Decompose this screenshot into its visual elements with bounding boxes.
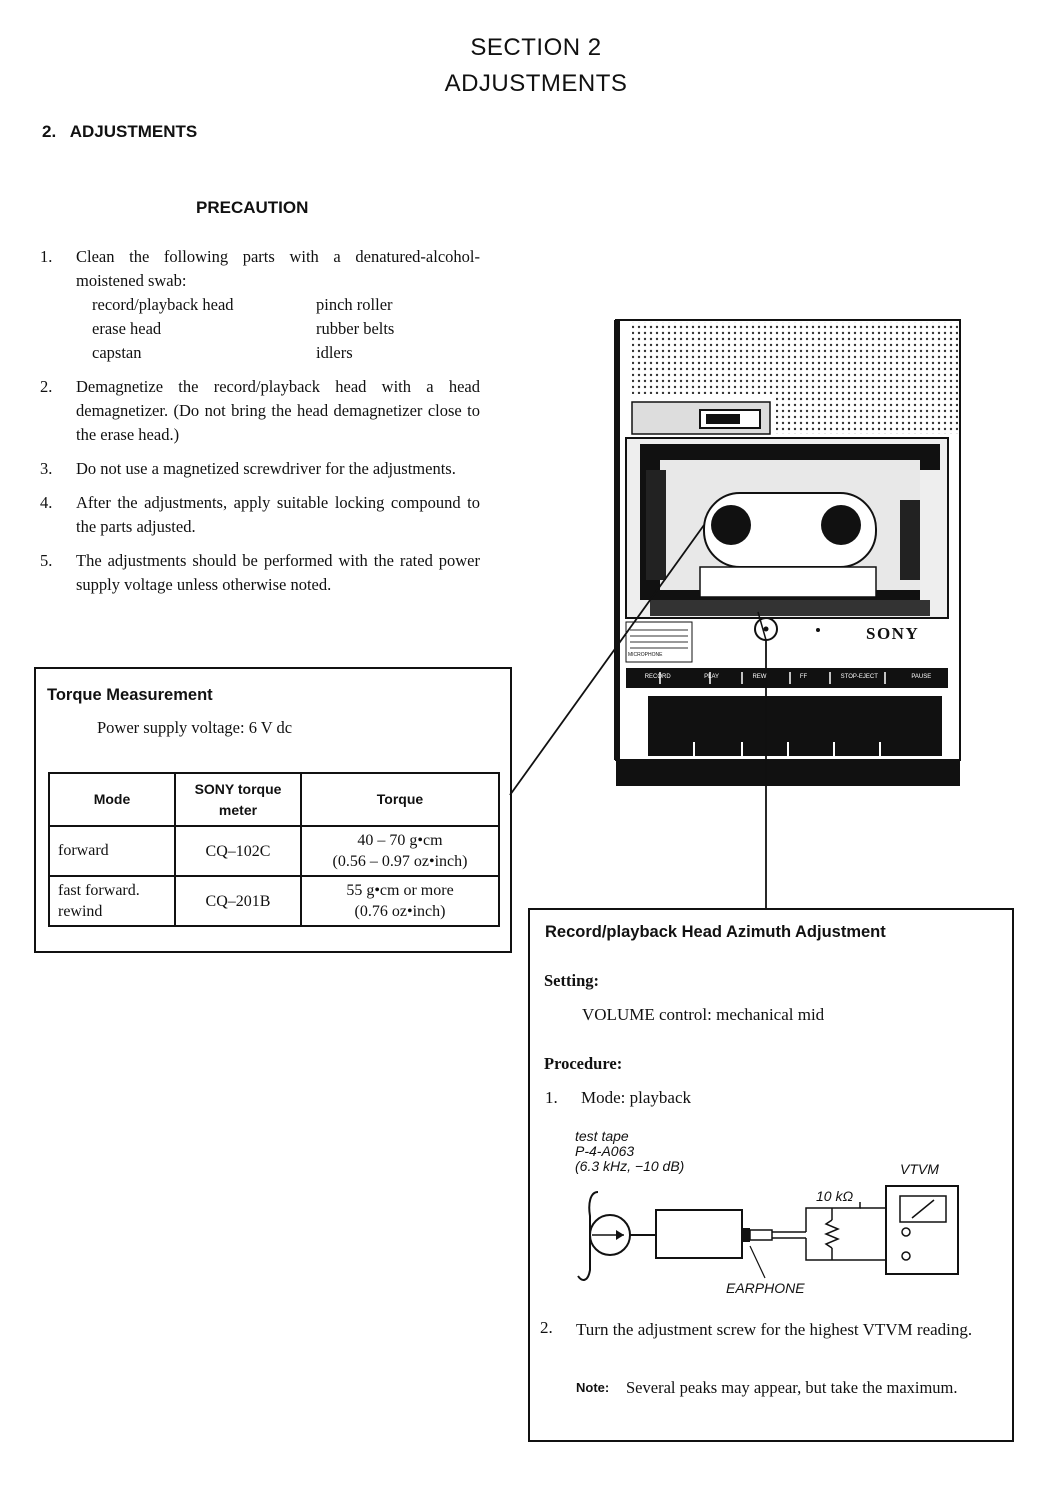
button-labels: RECORD PLAY REW FF STOP-EJECT PAUSE	[628, 670, 948, 684]
step-number: 2.	[540, 1318, 553, 1337]
precaution-item: 4.After the adjustments, apply suitable …	[40, 493, 480, 536]
wiring-diagram	[577, 1185, 959, 1281]
note-text: Several peaks may appear, but take the m…	[626, 1378, 958, 1397]
section-number: SECTION 2	[470, 34, 602, 61]
piano-keys	[648, 696, 942, 756]
button-label: REW	[752, 674, 767, 680]
precaution-item: 5.The adjustments should be performed wi…	[40, 551, 480, 594]
button-label: FF	[799, 674, 808, 680]
test-tape-label: test tape P-4-A063 (6.3 kHz, −10 dB)	[575, 1128, 685, 1174]
step-number: 1.	[545, 1088, 558, 1107]
table-header-row: Mode SONY torque meter Torque	[48, 772, 500, 827]
cell-mode: fast forward. rewind	[48, 875, 176, 927]
cell-torque: 40 – 70 g•cm (0.56 – 0.97 oz•inch)	[300, 825, 500, 877]
subsection-heading: 2. ADJUSTMENTS	[42, 122, 198, 141]
step-text: Turn the adjustment screw for the highes…	[576, 1320, 973, 1339]
precaution-heading: PRECAUTION	[196, 198, 309, 217]
section-title: ADJUSTMENTS	[444, 70, 628, 97]
earphone-label: EARPHONE	[726, 1280, 805, 1296]
button-label: PLAY	[704, 674, 720, 680]
button-label: RECORD	[644, 674, 671, 680]
resistor-label: 10 kΩ	[816, 1188, 854, 1204]
cell-meter: CQ–102C	[174, 825, 302, 877]
set-box	[655, 1209, 743, 1259]
terminal-icon	[901, 1251, 911, 1261]
azimuth-title: Record/playback Head Azimuth Adjustment	[545, 923, 886, 941]
torque-table: Mode SONY torque meter Torque forward CQ…	[48, 772, 500, 927]
button-label: PAUSE	[911, 674, 932, 680]
precaution-item: 2.Demagnetize the record/playback head w…	[40, 377, 480, 444]
torque-title: Torque Measurement	[47, 686, 213, 704]
precaution-item: 1. Clean the following parts with a dena…	[40, 245, 480, 365]
power-supply-voltage: Power supply voltage: 6 V dc	[97, 718, 293, 737]
speaker-grille	[632, 322, 958, 394]
brand-logo: SONY	[866, 624, 920, 643]
setting-label: Setting:	[544, 971, 599, 990]
precaution-list: 1. Clean the following parts with a dena…	[40, 245, 480, 607]
cell-mode: forward	[48, 825, 176, 877]
torque-box: Torque Measurement Power supply voltage:…	[34, 667, 512, 953]
note-label: Note:	[576, 1380, 610, 1395]
cell-torque: 55 g•cm or more (0.76 oz•inch)	[300, 875, 500, 927]
procedure-label: Procedure:	[544, 1054, 623, 1073]
azimuth-box: Record/playback Head Azimuth Adjustment …	[528, 908, 1014, 1442]
table-row: fast forward. rewind CQ–201B 55 g•cm or …	[48, 875, 500, 927]
table-row: forward CQ–102C 40 – 70 g•cm (0.56 – 0.9…	[48, 825, 500, 877]
precaution-item: 3.Do not use a magnetized screwdriver fo…	[40, 459, 456, 478]
cell-meter: CQ–201B	[174, 875, 302, 927]
header-meter: SONY torque meter	[174, 772, 302, 827]
step-text: Mode: playback	[581, 1088, 691, 1107]
terminal-icon	[901, 1227, 911, 1237]
mic-label: MICROPHONE	[628, 652, 663, 658]
earphone-plug-icon	[749, 1229, 773, 1241]
setting-value: VOLUME control: mechanical mid	[582, 1005, 825, 1024]
header-mode: Mode	[48, 772, 176, 827]
header-torque: Torque	[300, 772, 500, 827]
resistor-icon	[824, 1219, 840, 1249]
vtvm-label: VTVM	[900, 1161, 939, 1177]
button-strip	[626, 668, 948, 688]
button-label: STOP-EJECT	[840, 674, 878, 680]
